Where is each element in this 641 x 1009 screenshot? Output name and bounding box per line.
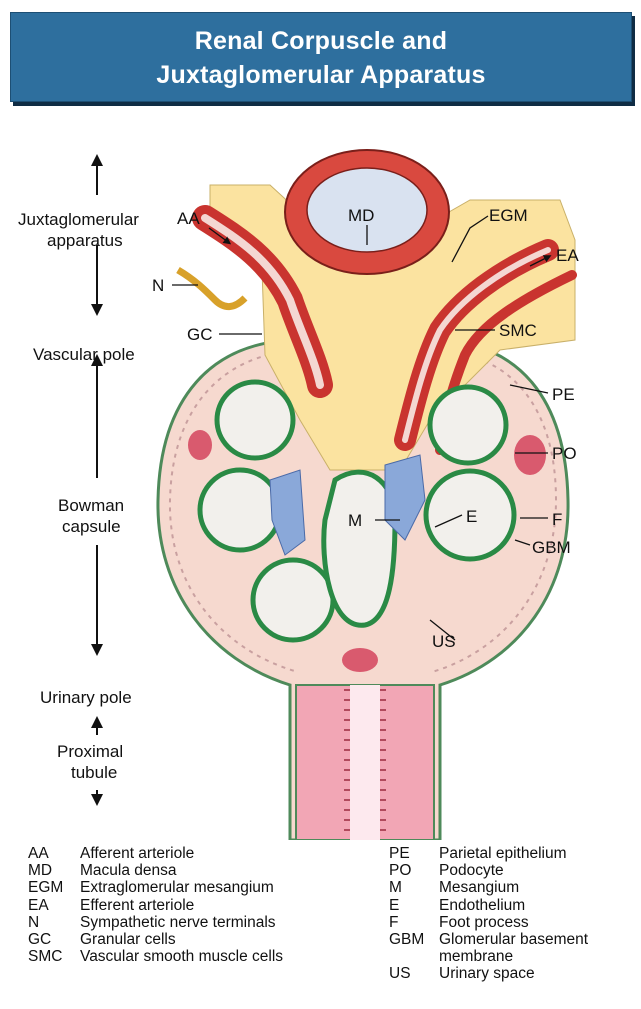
legend-abbr: [389, 948, 439, 965]
legend-text: Mesangium: [439, 879, 519, 896]
legend-text: Granular cells: [80, 931, 176, 948]
legend-abbr: MD: [28, 862, 80, 879]
callout-M: M: [348, 511, 362, 530]
nerve-terminals: [178, 270, 245, 307]
legend-abbr: PE: [389, 845, 439, 862]
legend-text: membrane: [439, 948, 513, 965]
legend-abbr: EGM: [28, 879, 80, 896]
podocyte: [188, 430, 212, 460]
podocyte: [342, 648, 378, 672]
callout-E: E: [466, 507, 477, 526]
callout-AA: AA: [177, 209, 200, 228]
legend-text: Endothelium: [439, 897, 525, 914]
label-proximal: Proximal: [57, 742, 123, 761]
callout-GBM: GBM: [532, 538, 571, 557]
legend-abbr: US: [389, 965, 439, 982]
tubule-lumen: [350, 685, 380, 840]
label-capsule: capsule: [62, 517, 121, 536]
legend-abbr: M: [389, 879, 439, 896]
legend-text: Foot process: [439, 914, 529, 931]
legend-row: membrane: [389, 948, 588, 965]
capillary-loop: [430, 387, 506, 463]
legend-text: Sympathetic nerve terminals: [80, 914, 276, 931]
legend-abbr: GBM: [389, 931, 439, 948]
capillary-loop: [217, 382, 293, 458]
label-vascular-pole: Vascular pole: [33, 345, 135, 364]
callout-PO: PO: [552, 444, 577, 463]
legend-text: Urinary space: [439, 965, 535, 982]
podocyte: [514, 435, 546, 475]
legend-abbr: EA: [28, 897, 80, 914]
capillary-loop: [253, 560, 333, 640]
legend-text: Podocyte: [439, 862, 504, 879]
callout-GC: GC: [187, 325, 213, 344]
legend-abbr: F: [389, 914, 439, 931]
callout-EA: EA: [556, 246, 579, 265]
legend-abbr: PO: [389, 862, 439, 879]
label-apparatus: apparatus: [47, 231, 123, 250]
legend-text: Extraglomerular mesangium: [80, 879, 274, 896]
renal-corpuscle-diagram: Juxtaglomerular apparatus Vascular pole …: [0, 0, 641, 840]
callout-SMC: SMC: [499, 321, 537, 340]
legend-text: Afferent arteriole: [80, 845, 194, 862]
label-juxtaglomerular: Juxtaglomerular: [18, 210, 139, 229]
legend-abbr: E: [389, 897, 439, 914]
label-urinary-pole: Urinary pole: [40, 688, 132, 707]
callout-PE: PE: [552, 385, 575, 404]
capillary-loop: [324, 472, 395, 625]
legend-text: Efferent arteriole: [80, 897, 194, 914]
callout-US: US: [432, 632, 456, 651]
callout-N: N: [152, 276, 164, 295]
capillary-loop: [200, 470, 280, 550]
callout-F: F: [552, 510, 562, 529]
label-tubule: tubule: [71, 763, 117, 782]
legend-abbr: SMC: [28, 948, 80, 965]
callout-MD: MD: [348, 206, 374, 225]
label-bowman: Bowman: [58, 496, 124, 515]
legend-text: Parietal epithelium: [439, 845, 567, 862]
legend-text: Vascular smooth muscle cells: [80, 948, 283, 965]
legend-abbr: AA: [28, 845, 80, 862]
legend-abbr: GC: [28, 931, 80, 948]
legend-text: Glomerular basement: [439, 931, 588, 948]
legend-abbr: N: [28, 914, 80, 931]
callout-EGM: EGM: [489, 206, 528, 225]
legend-text: Macula densa: [80, 862, 177, 879]
